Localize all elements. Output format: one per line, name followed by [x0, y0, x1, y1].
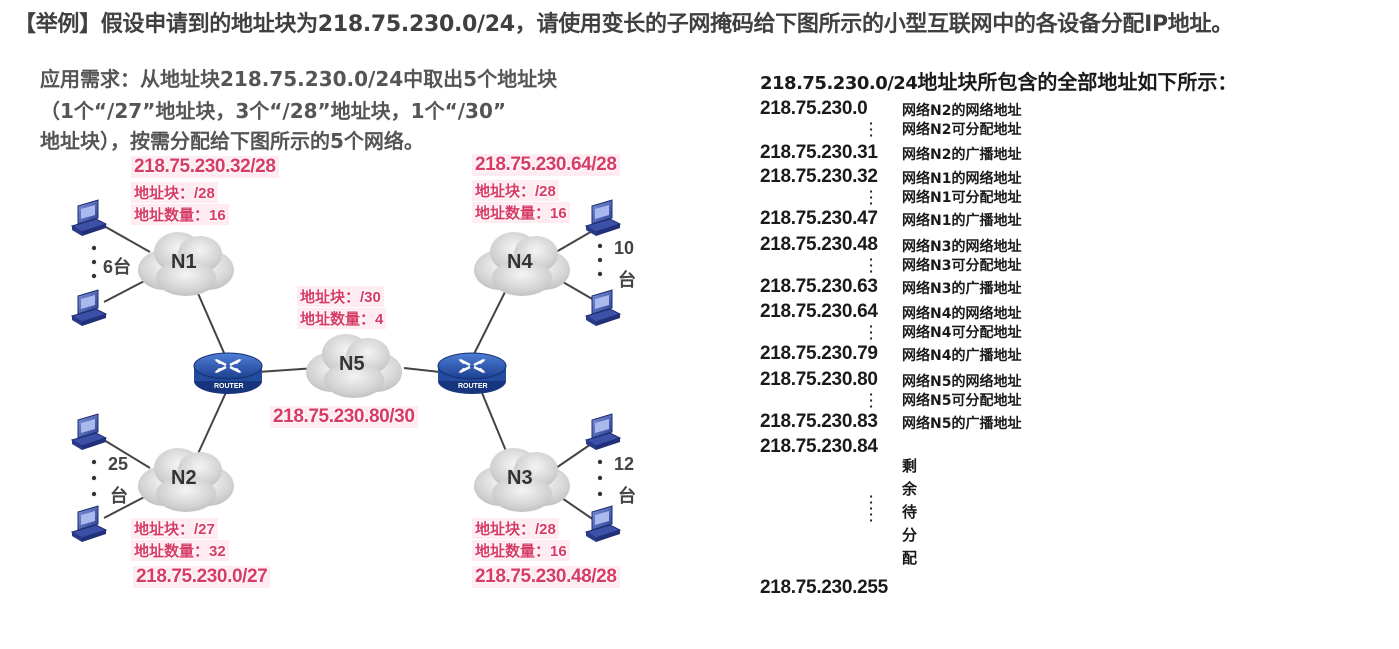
- address-note: 网络N4的网络地址: [902, 306, 1022, 322]
- address-ellipsis: ···: [869, 185, 874, 210]
- pc-n3-bottom-icon: [585, 505, 621, 543]
- address-note: 网络N5的广播地址: [902, 416, 1022, 432]
- n4-hosts-unit: 台: [618, 270, 636, 290]
- link-n4-pc-top: [555, 229, 595, 253]
- n1-prefix: 地址块：/28: [131, 182, 218, 203]
- address-usable-note: 网络N4可分配地址: [902, 325, 1022, 341]
- n3-hosts-num: 12: [614, 454, 635, 474]
- pc-n2-top-icon: [71, 413, 107, 451]
- heading-text: 地址块所包含的全部地址如下所示：: [917, 70, 1238, 94]
- address-usable-note: 网络N2可分配地址: [902, 122, 1022, 138]
- n1-count: 地址数量：16: [131, 204, 229, 225]
- address-note: 网络N1的网络地址: [902, 171, 1022, 187]
- pc-n1-bottom-icon: [71, 289, 107, 327]
- pc-n4-bottom-icon: [585, 289, 621, 327]
- address-usable-note: 网络N5可分配地址: [902, 393, 1022, 409]
- n2-hosts-num: 25: [108, 454, 129, 474]
- n3-count: 地址数量：16: [472, 540, 570, 561]
- address-value: 218.75.230.32: [760, 166, 878, 187]
- page-title: 【举例】假设申请到的地址块为218.75.230.0/24，请使用变长的子网掩码…: [14, 12, 1233, 37]
- address-ellipsis: ···: [869, 117, 874, 142]
- address-list-heading: 218.75.230.0/24地址块所包含的全部地址如下所示：: [760, 66, 1237, 95]
- pc-n2-bottom-icon: [71, 505, 107, 543]
- pc-n3-top-icon: [585, 413, 621, 451]
- n5-count: 地址数量：4: [297, 308, 387, 329]
- link-n5-router2: [403, 367, 441, 373]
- address-value: 218.75.230.31: [760, 142, 878, 163]
- n5-address-block: 218.75.230.80/30: [270, 406, 418, 428]
- n5-prefix: 地址块：/30: [297, 286, 384, 307]
- pc-n1-top-icon: [71, 199, 107, 237]
- address-note: 网络N5的网络地址: [902, 374, 1022, 390]
- link-n2-pc-top: [103, 439, 151, 469]
- n4-hosts-num: 10: [614, 238, 635, 258]
- topology-svg: [71, 199, 621, 543]
- net-name-n2: N2: [171, 467, 197, 489]
- address-note: 网络N3的网络地址: [902, 239, 1022, 255]
- router-right-label: ROUTER: [458, 383, 488, 390]
- network-diagram: ROUTER ROUTER N1 N2 N3 N4 N5 218.75.230.…: [0, 150, 740, 620]
- n4-prefix: 地址块：/28: [472, 180, 559, 201]
- link-n3-pc-top: [555, 441, 595, 469]
- n4-address-block: 218.75.230.64/28: [472, 154, 620, 176]
- address-note: 网络N2的广播地址: [902, 147, 1022, 163]
- host-ellipsis-dots: [91, 243, 603, 497]
- address-value: 218.75.230.64: [760, 301, 878, 322]
- address-value: 218.75.230.79: [760, 343, 878, 364]
- remaining-ellipsis: ·····: [869, 490, 874, 527]
- n2-count: 地址数量：32: [131, 540, 229, 561]
- router-left-label: ROUTER: [214, 383, 244, 390]
- n1-address-block: 218.75.230.32/28: [131, 156, 279, 178]
- address-note: 网络N2的网络地址: [902, 103, 1022, 119]
- pc-n4-top-icon: [585, 199, 621, 237]
- address-note: 网络N3的广播地址: [902, 281, 1022, 297]
- last-address: 218.75.230.255: [760, 577, 888, 598]
- heading-block: 218.75.230.0/24: [760, 73, 918, 94]
- address-value: 218.75.230.80: [760, 369, 878, 390]
- link-n2-pc-bottom: [103, 493, 151, 519]
- link-n1-pc-top: [103, 225, 151, 253]
- requirement-line-2: （1个“/27”地址块，3个“/28”地址块，1个“/30”: [40, 99, 507, 123]
- n2-prefix: 地址块：/27: [131, 518, 218, 539]
- link-n1-pc-bottom: [103, 277, 151, 303]
- address-value: 218.75.230.63: [760, 276, 878, 297]
- address-ellipsis: ···: [869, 320, 874, 345]
- remaining-start-address: 218.75.230.84: [760, 436, 878, 457]
- address-value: 218.75.230.47: [760, 208, 878, 229]
- address-ellipsis: ···: [869, 253, 874, 278]
- link-router1-n5: [257, 367, 317, 373]
- net-name-n1: N1: [171, 251, 197, 273]
- n2-address-block: 218.75.230.0/27: [133, 566, 271, 588]
- address-usable-note: 网络N3可分配地址: [902, 258, 1022, 274]
- address-value: 218.75.230.83: [760, 411, 878, 432]
- requirement-line-3: 地址块），按需分配给下图所示的5个网络。: [40, 129, 424, 153]
- address-ellipsis: ···: [869, 388, 874, 413]
- address-value: 218.75.230.0: [760, 98, 868, 119]
- n4-count: 地址数量：16: [472, 202, 570, 223]
- address-note: 网络N4的广播地址: [902, 348, 1022, 364]
- net-name-n3: N3: [507, 467, 533, 489]
- net-name-n5: N5: [339, 353, 365, 375]
- n1-hosts: 6台: [103, 257, 132, 277]
- n2-hosts-unit: 台: [110, 486, 128, 506]
- net-name-n4: N4: [507, 251, 533, 273]
- n3-hosts-unit: 台: [618, 486, 636, 506]
- link-lines: [103, 225, 595, 521]
- remaining-label: 剩余待分配: [902, 457, 918, 567]
- address-note: 网络N1的广播地址: [902, 213, 1022, 229]
- address-value: 218.75.230.48: [760, 234, 878, 255]
- n3-prefix: 地址块：/28: [472, 518, 559, 539]
- n3-address-block: 218.75.230.48/28: [472, 566, 620, 588]
- requirement-line-1: 应用需求：从地址块218.75.230.0/24中取出5个地址块: [40, 67, 558, 91]
- address-usable-note: 网络N1可分配地址: [902, 190, 1022, 206]
